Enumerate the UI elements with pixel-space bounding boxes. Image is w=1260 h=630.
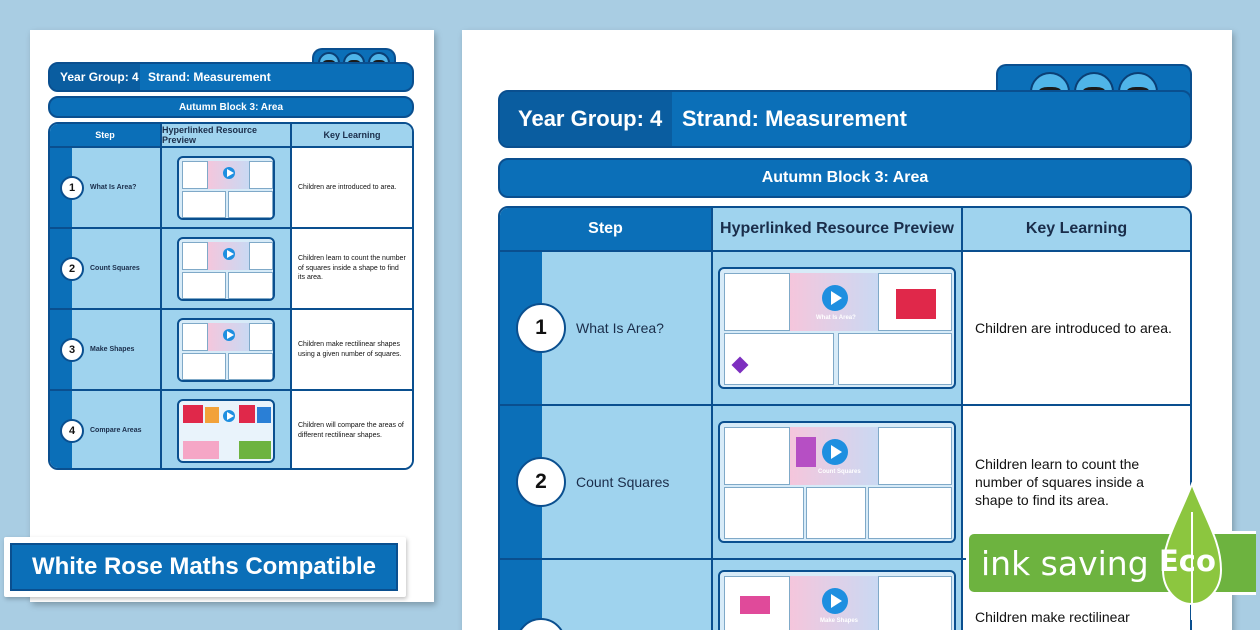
preview-caption: What Is Area?: [816, 315, 856, 321]
ink-saving-eco-badge: ink saving Eco: [966, 482, 1256, 620]
ink-saving-label: ink saving: [981, 543, 1149, 583]
eco-label: Eco: [1159, 544, 1216, 578]
block-title: Autumn Block 3: Area: [178, 101, 284, 113]
steps-table: Step Hyperlinked Resource Preview Key Le…: [48, 122, 414, 470]
preview-caption: Count Squares: [818, 469, 861, 475]
column-header-step: Step: [50, 124, 162, 146]
column-header-preview: Hyperlinked Resource Preview: [162, 124, 292, 146]
play-icon: [223, 328, 235, 341]
resource-preview-link[interactable]: Count Squares: [718, 421, 956, 543]
steps-table: Step Hyperlinked Resource Preview Key Le…: [498, 206, 1192, 630]
preview-caption: Make Shapes: [820, 618, 859, 624]
key-learning-text: Children will compare the areas of diffe…: [298, 422, 404, 439]
year-group-label: Year Group: 4: [518, 106, 663, 131]
key-learning-text: Children are introduced to area.: [975, 319, 1172, 336]
table-row: 1 What Is Area? Children are introduced …: [50, 146, 412, 227]
strand-label: Strand: Measurement: [148, 70, 271, 84]
white-rose-maths-badge: White Rose Maths Compatible: [4, 537, 406, 597]
table-row: 1 What Is Area? What Is Area? Children a: [500, 250, 1190, 404]
year-group-label: Year Group: 4: [60, 70, 139, 84]
column-header-preview: Hyperlinked Resource Preview: [713, 208, 963, 250]
key-learning-text: Children make rectilinear shapes using a…: [975, 609, 1173, 630]
step-number-badge: 1: [60, 175, 84, 200]
resource-preview-link[interactable]: [177, 398, 275, 463]
step-number-badge: 3: [60, 337, 84, 362]
step-number-badge: 2: [60, 256, 84, 281]
play-icon: [822, 285, 848, 311]
step-number-badge: 4: [60, 418, 84, 443]
strand-label: Strand: Measurement: [682, 106, 907, 131]
key-learning-text: Children make rectilinear shapes using a…: [298, 341, 402, 358]
step-name: Make Shapes: [90, 346, 135, 353]
table-row: 2 Count Squares Children learn to count …: [50, 227, 412, 308]
play-icon: [223, 409, 235, 422]
play-icon: [822, 439, 848, 465]
step-name: Compare Areas: [90, 427, 142, 434]
play-icon: [223, 247, 235, 260]
key-learning-text: Children learn to count the number of sq…: [975, 455, 1144, 509]
header-bar: Year Group: 4 Strand: Measurement: [48, 62, 414, 92]
step-number-badge: 2: [516, 457, 566, 507]
step-name: What Is Area?: [576, 320, 664, 336]
resource-preview-link[interactable]: [177, 317, 275, 382]
resource-preview-link[interactable]: Make Shapes: [718, 570, 956, 630]
resource-preview-link[interactable]: What Is Area?: [718, 267, 956, 389]
leaf-icon: [1161, 482, 1223, 620]
column-header-key-learning: Key Learning: [323, 130, 381, 140]
play-icon: [822, 588, 848, 614]
step-number-badge: 1: [516, 303, 566, 353]
block-title: Autumn Block 3: Area: [761, 169, 929, 186]
document-thumbnail-small[interactable]: Year Group: 4 Strand: Measurement Autumn…: [30, 30, 434, 602]
key-learning-text: Children learn to count the number of sq…: [298, 255, 406, 282]
step-name: What Is Area?: [90, 184, 137, 191]
table-row: 4 Compare Areas Children will compare th…: [50, 389, 412, 468]
table-row: 3 Make Shapes Children make rectilinear …: [50, 308, 412, 389]
resource-preview-link[interactable]: [177, 236, 275, 301]
block-title-bar: Autumn Block 3: Area: [48, 96, 414, 118]
block-title-bar: Autumn Block 3: Area: [498, 158, 1192, 198]
column-header-key-learning: Key Learning: [1025, 220, 1128, 237]
column-header-step: Step: [500, 208, 713, 250]
key-learning-text: Children are introduced to area.: [298, 183, 397, 191]
header-bar: Year Group: 4 Strand: Measurement: [498, 90, 1192, 148]
document-page-large[interactable]: Year Group: 4 Strand: Measurement Autumn…: [462, 30, 1232, 630]
resource-preview-link[interactable]: [177, 155, 275, 220]
step-name: Count Squares: [90, 265, 140, 272]
play-icon: [223, 166, 235, 179]
step-name: Count Squares: [576, 474, 670, 490]
